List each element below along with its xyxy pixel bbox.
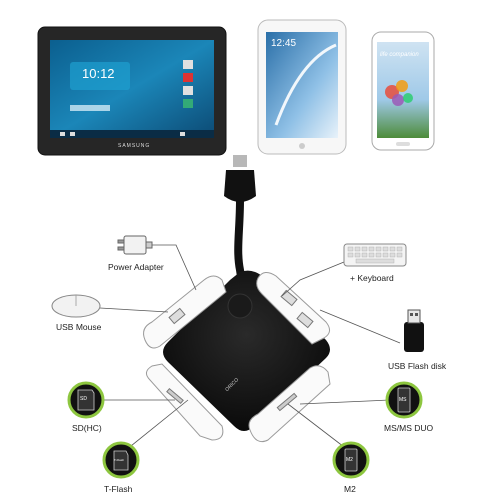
m2-card-mark: M2 [346,457,353,463]
tablet-time: 10:12 [82,66,115,81]
hub-ports [166,289,314,412]
phone-text: life companion [380,52,419,58]
sd-hc-label: SD(HC) [72,423,102,433]
note-device [257,19,347,155]
keyboard-label: + Keyboard [350,273,394,283]
tflash-card-icon [102,441,140,479]
note-time: 12:45 [271,38,297,49]
usb-mouse-label: USB Mouse [56,322,102,332]
tablet-dock-icons [60,132,185,136]
power-adapter-label: Power Adapter [108,262,164,272]
tablet-device [37,26,227,156]
keyboard-icon [343,243,407,267]
tflash-card-mark: T-Flash [114,458,125,462]
line-power [152,244,197,291]
phone-device [371,31,435,151]
power-adapter-icon [117,235,153,255]
arm-top-left [143,275,227,349]
line-ms [299,399,391,405]
ms-card-mark: MS [399,397,407,403]
line-m2 [287,403,349,451]
arm-bottom-left [146,363,224,441]
arm-top-right [256,272,330,345]
line-tflash [125,399,189,451]
m2-label: M2 [344,484,356,494]
sd-card-icon [67,381,105,419]
ms-duo-label: MS/MS DUO [384,423,434,433]
t-flash-label: T-Flash [104,484,133,494]
usb-flash-icon [404,309,424,352]
ms-card-icon [385,381,423,419]
sd-card-mark: SD [80,396,87,402]
line-keyboard [281,261,345,297]
line-flash [319,309,401,344]
line-mouse [99,307,169,313]
mouse-icon [51,294,101,318]
m2-card-icon [332,441,370,479]
arm-bottom-right [248,365,331,443]
tablet-brand: SAMSUNG [118,143,151,149]
usb-flash-label: USB Flash disk [388,361,447,371]
